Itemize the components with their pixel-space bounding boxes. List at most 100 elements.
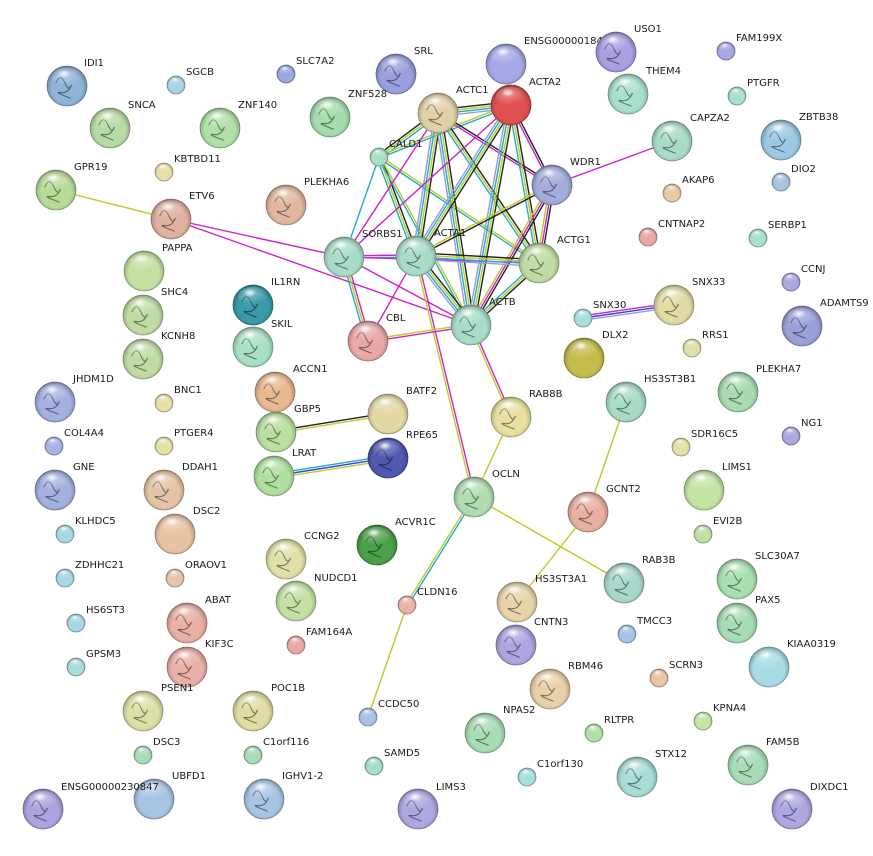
- node-GBP5[interactable]: GBP5: [255, 404, 321, 453]
- node-SDR16C5[interactable]: SDR16C5: [671, 429, 738, 457]
- node-PLEKHA7[interactable]: PLEKHA7: [717, 364, 801, 413]
- node-SRL[interactable]: SRL: [375, 46, 433, 95]
- node-CCDC50[interactable]: CCDC50: [358, 699, 419, 727]
- node-CCNJ[interactable]: CCNJ: [781, 264, 825, 292]
- node-RRS1[interactable]: RRS1: [682, 330, 729, 358]
- node-RAB3B[interactable]: RAB3B: [603, 555, 676, 604]
- node-ABAT[interactable]: ABAT: [166, 595, 232, 644]
- node-SNCA[interactable]: SNCA: [89, 100, 156, 149]
- node-HS6ST3[interactable]: HS6ST3: [66, 605, 125, 633]
- node-SAMD5[interactable]: SAMD5: [364, 748, 420, 776]
- node-WDR1[interactable]: WDR1: [531, 157, 601, 206]
- node-COL4A4[interactable]: COL4A4: [44, 428, 104, 456]
- node-SERBP1[interactable]: SERBP1: [748, 220, 807, 248]
- node-IGHV1-2[interactable]: IGHV1-2: [243, 771, 323, 820]
- node-DIO2[interactable]: DIO2: [771, 164, 816, 192]
- node-ORAOV1[interactable]: ORAOV1: [165, 560, 227, 588]
- node-SLC7A2[interactable]: SLC7A2: [276, 56, 334, 84]
- node-RLTPR[interactable]: RLTPR: [584, 715, 634, 743]
- node-ETV6[interactable]: ETV6: [150, 191, 215, 240]
- node-CBL[interactable]: CBL: [347, 313, 406, 362]
- node-ACTC1[interactable]: ACTC1: [417, 85, 489, 134]
- node-USO1[interactable]: USO1: [595, 24, 662, 73]
- node-DLX2[interactable]: DLX2: [563, 330, 628, 379]
- node-GPR19[interactable]: GPR19: [35, 162, 107, 211]
- node-TMCC3[interactable]: TMCC3: [617, 616, 672, 644]
- node-C1orf130[interactable]: C1orf130: [517, 759, 583, 787]
- node-FAM199X[interactable]: FAM199X: [716, 33, 782, 61]
- node-SNX30[interactable]: SNX30: [573, 300, 626, 328]
- node-GCNT2[interactable]: GCNT2: [567, 484, 641, 533]
- node-SCRN3[interactable]: SCRN3: [649, 660, 703, 688]
- node-CAPZA2[interactable]: CAPZA2: [651, 113, 730, 162]
- node-KLHDC5[interactable]: KLHDC5: [55, 516, 116, 544]
- node-DSC3[interactable]: DSC3: [133, 737, 180, 765]
- node-KCNH8[interactable]: KCNH8: [122, 331, 195, 380]
- node-POC1B[interactable]: POC1B: [232, 683, 305, 732]
- node-SHC4[interactable]: SHC4: [122, 287, 188, 336]
- node-EVI2B[interactable]: EVI2B: [693, 516, 742, 544]
- node-PTGER4[interactable]: PTGER4: [154, 428, 214, 456]
- node-FAM164A[interactable]: FAM164A: [286, 627, 352, 655]
- node-ACTG1[interactable]: ACTG1: [518, 235, 591, 284]
- node-NG1[interactable]: NG1: [781, 418, 823, 446]
- node-ENSG00000230847[interactable]: ENSG00000230847: [22, 782, 159, 830]
- node-LIMS1[interactable]: LIMS1: [683, 462, 752, 511]
- node-KIF3C[interactable]: KIF3C: [166, 639, 234, 688]
- node-OCLN[interactable]: OCLN: [453, 469, 520, 518]
- node-DIXDC1[interactable]: DIXDC1: [771, 782, 849, 830]
- node-CALD1[interactable]: CALD1: [369, 139, 422, 167]
- node-IDI1[interactable]: IDI1: [46, 58, 104, 107]
- node-DSC2[interactable]: DSC2: [154, 506, 220, 555]
- node-RPE65[interactable]: RPE65: [367, 430, 438, 479]
- node-NUDCD1[interactable]: NUDCD1: [275, 573, 358, 622]
- node-DDAH1[interactable]: DDAH1: [143, 462, 218, 511]
- node-C1orf116[interactable]: C1orf116: [243, 737, 309, 765]
- node-CNTN3[interactable]: CNTN3: [495, 617, 568, 666]
- node-CLDN16[interactable]: CLDN16: [397, 587, 457, 615]
- node-BNC1[interactable]: BNC1: [154, 385, 202, 413]
- node-JHDM1D[interactable]: JHDM1D: [34, 374, 114, 423]
- node-SNX33[interactable]: SNX33: [653, 277, 725, 326]
- node-IL1RN[interactable]: IL1RN: [232, 277, 300, 326]
- node-ACTA2[interactable]: ACTA2: [490, 77, 561, 126]
- node-HS3ST3A1[interactable]: HS3ST3A1: [496, 574, 587, 623]
- node-KPNA4[interactable]: KPNA4: [693, 703, 746, 731]
- node-STX12[interactable]: STX12: [616, 749, 687, 798]
- node-SORBS1[interactable]: SORBS1: [323, 229, 403, 278]
- node-GNE[interactable]: GNE: [34, 462, 95, 511]
- node-ACTA1[interactable]: ACTA1: [395, 228, 466, 277]
- node-AKAP6[interactable]: AKAP6: [662, 175, 714, 203]
- node-SKIL[interactable]: SKIL: [232, 319, 293, 368]
- node-SLC30A7[interactable]: SLC30A7: [716, 551, 800, 600]
- node-CCNG2[interactable]: CCNG2: [265, 531, 340, 580]
- node-GPSM3[interactable]: GPSM3: [66, 649, 121, 677]
- node-LIMS3[interactable]: LIMS3: [397, 782, 466, 830]
- node-ACTB[interactable]: ACTB: [450, 297, 516, 346]
- node-CNTNAP2[interactable]: CNTNAP2: [638, 219, 705, 247]
- node-BATF2[interactable]: BATF2: [367, 386, 437, 435]
- node-ZBTB38[interactable]: ZBTB38: [760, 112, 838, 161]
- node-ZDHHC21[interactable]: ZDHHC21: [55, 560, 124, 588]
- node-UBFD1[interactable]: UBFD1: [133, 771, 206, 820]
- node-KIAA0319[interactable]: KIAA0319: [748, 639, 836, 688]
- node-THEM4[interactable]: THEM4: [607, 66, 681, 115]
- node-RAB8B[interactable]: RAB8B: [490, 389, 563, 438]
- node-LRAT[interactable]: LRAT: [253, 448, 317, 497]
- node-ENSG00000184115[interactable]: ENSG00000184115: [485, 36, 622, 85]
- node-PLEKHA6[interactable]: PLEKHA6: [265, 177, 349, 226]
- node-SGCB[interactable]: SGCB: [166, 67, 214, 95]
- node-PAPPA[interactable]: PAPPA: [123, 243, 193, 292]
- node-ZNF528[interactable]: ZNF528: [309, 89, 387, 138]
- node-NPAS2[interactable]: NPAS2: [464, 705, 535, 754]
- node-HS3ST3B1[interactable]: HS3ST3B1: [605, 374, 696, 423]
- node-PAX5[interactable]: PAX5: [716, 595, 780, 644]
- node-ZNF140[interactable]: ZNF140: [199, 100, 277, 149]
- node-ACCN1[interactable]: ACCN1: [254, 364, 327, 413]
- node-PSEN1[interactable]: PSEN1: [122, 683, 194, 732]
- node-ACVR1C[interactable]: ACVR1C: [356, 517, 436, 566]
- node-FAM5B[interactable]: FAM5B: [727, 737, 800, 786]
- node-KBTBD11[interactable]: KBTBD11: [154, 154, 221, 182]
- node-RBM46[interactable]: RBM46: [529, 661, 603, 710]
- node-PTGFR[interactable]: PTGFR: [727, 78, 780, 106]
